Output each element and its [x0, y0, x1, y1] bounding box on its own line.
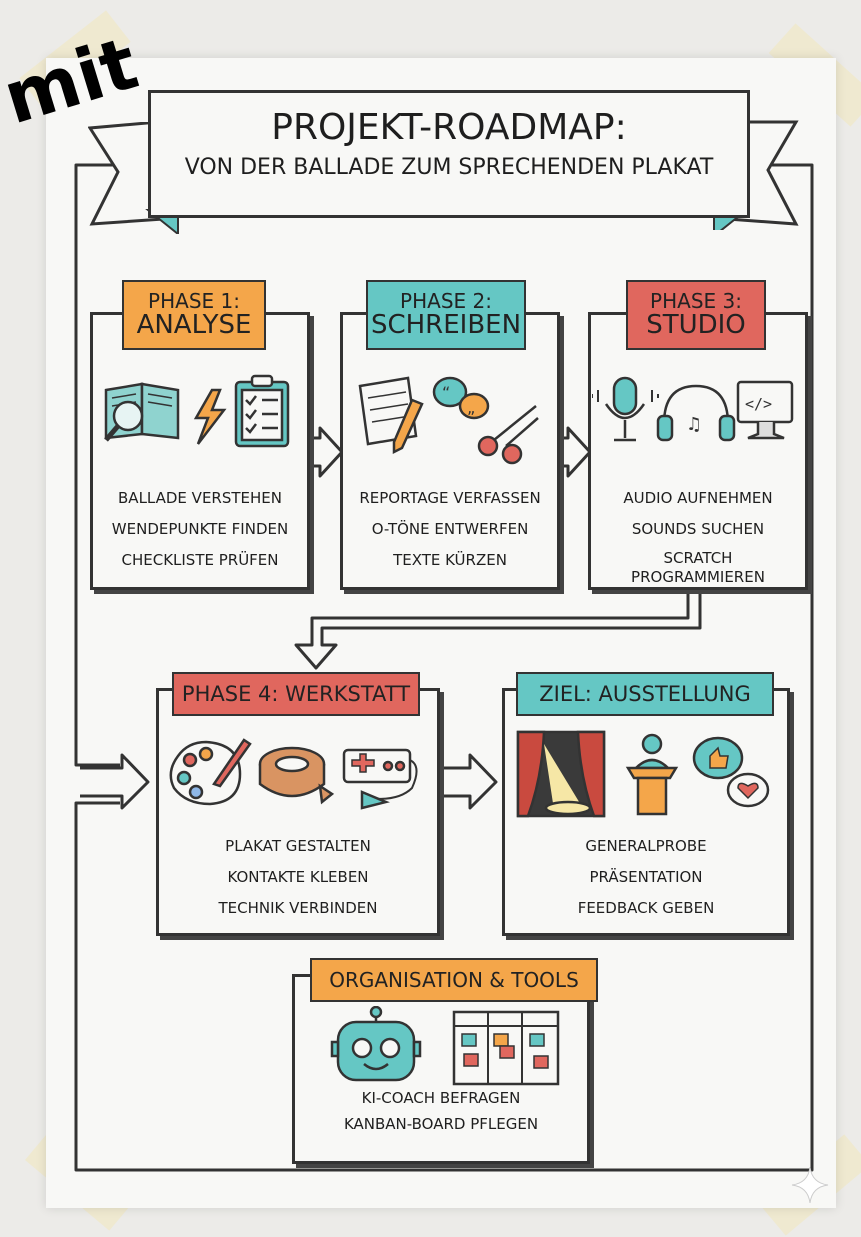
phase-3-item: AUDIO AUFNEHMEN	[623, 489, 773, 507]
scissors-icon	[477, 405, 539, 465]
title-banner: PROJEKT-ROADMAP: VON DER BALLADE ZUM SPR…	[148, 90, 750, 218]
phase-4-name: PHASE 4: WERKSTATT	[181, 681, 411, 706]
speech-bubbles-icon: “ „	[432, 376, 490, 420]
phase-4-box: PLAKAT GESTALTEN KONTAKTE KLEBEN TECHNIK…	[156, 688, 440, 936]
phase-3-number: PHASE 3:	[650, 288, 742, 313]
goal-name: ZIEL: AUSSTELLUNG	[539, 681, 751, 706]
svg-text:„: „	[467, 398, 475, 417]
organisation-item: KI-COACH BEFRAGEN	[361, 1089, 521, 1107]
phase-1-icons	[104, 374, 290, 448]
organisation-tag: ORGANISATION & TOOLS	[310, 958, 598, 1002]
phase-3-item: SOUNDS SUCHEN	[631, 520, 765, 538]
goal-item: FEEDBACK GEBEN	[577, 899, 715, 917]
microphone-icon	[592, 376, 659, 442]
phase-1-item: BALLADE VERSTEHEN	[118, 489, 282, 507]
phase-2-number: PHASE 2:	[400, 288, 492, 313]
notepad-pencil-icon	[358, 376, 424, 455]
page-title: PROJEKT-ROADMAP:	[271, 107, 627, 148]
organisation-icons	[330, 1006, 560, 1086]
speaker-podium-icon	[625, 733, 679, 816]
stage-spotlight-icon	[516, 730, 606, 818]
headphones-icon: ♫	[656, 384, 736, 442]
svg-text:“: “	[442, 383, 450, 402]
phase-4-item: PLAKAT GESTALTEN	[225, 837, 371, 855]
svg-text:</>: </>	[745, 395, 772, 413]
arrow-into-4	[80, 753, 150, 810]
kanban-board-icon	[452, 1010, 560, 1086]
phase-2-item: O-TÖNE ENTWERFEN	[371, 520, 529, 538]
phase-2-tag: PHASE 2: SCHREIBEN	[366, 280, 526, 350]
code-monitor-icon: </>	[736, 380, 794, 440]
goal-item: GENERALPROBE	[585, 837, 707, 855]
phase-1-item: WENDEPUNKTE FINDEN	[111, 520, 289, 538]
phase-3-box: AUDIO AUFNEHMEN SOUNDS SUCHEN SCRATCH PR…	[588, 312, 808, 590]
clipboard-checklist-icon	[234, 374, 290, 448]
phase-4-tag: PHASE 4: WERKSTATT	[172, 672, 420, 716]
arrow-2-3	[555, 426, 592, 478]
phase-4-item: TECHNIK VERBINDEN	[218, 899, 378, 917]
outer-frame-left	[74, 163, 122, 767]
circuit-board-icon	[342, 748, 418, 810]
outer-frame-left-lower	[74, 163, 814, 1172]
tape-roll-icon	[258, 746, 335, 805]
phase-2-icons: “ „	[358, 376, 539, 465]
goal-tag: ZIEL: AUSSTELLUNG	[516, 672, 774, 716]
phase-4-item: KONTAKTE KLEBEN	[227, 868, 369, 886]
lightning-icon	[193, 388, 227, 445]
goal-item: PRÄSENTATION	[589, 868, 703, 886]
open-book-magnifier-icon	[104, 382, 180, 442]
organisation-name: ORGANISATION & TOOLS	[329, 967, 579, 992]
robot-icon	[330, 1006, 422, 1082]
sparkle-icon	[791, 1166, 829, 1204]
phase-3-item: PROGRAMMIEREN	[631, 568, 765, 586]
feedback-bubbles-icon	[692, 736, 770, 808]
phase-3-item: SCRATCH	[663, 549, 733, 567]
arrow-4-goal	[436, 753, 498, 810]
phase-1-number: PHASE 1:	[148, 288, 240, 313]
phase-2-item: REPORTAGE VERFASSEN	[359, 489, 541, 507]
goal-icons	[516, 730, 770, 818]
phase-1-item: CHECKLISTE PRÜFEN	[121, 551, 279, 569]
phase-1-box: BALLADE VERSTEHEN WENDEPUNKTE FINDEN CHE…	[90, 312, 310, 590]
phase-3-name: STUDIO	[646, 309, 746, 340]
arrow-1-2	[305, 426, 344, 478]
phase-1-name: ANALYSE	[136, 309, 252, 340]
phase-3-icons: ♫ </>	[592, 376, 794, 442]
phase-3-tag: PHASE 3: STUDIO	[626, 280, 766, 350]
phase-1-tag: PHASE 1: ANALYSE	[122, 280, 266, 350]
arrow-3-4	[294, 590, 702, 670]
page-subtitle: VON DER BALLADE ZUM SPRECHENDEN PLAKAT	[184, 155, 714, 180]
organisation-item: KANBAN-BOARD PFLEGEN	[343, 1115, 539, 1133]
phase-4-icons	[169, 738, 418, 810]
phase-2-name: SCHREIBEN	[370, 309, 522, 340]
svg-text:♫: ♫	[686, 414, 702, 435]
paint-palette-icon	[169, 738, 252, 806]
phase-2-item: TEXTE KÜRZEN	[393, 551, 507, 569]
